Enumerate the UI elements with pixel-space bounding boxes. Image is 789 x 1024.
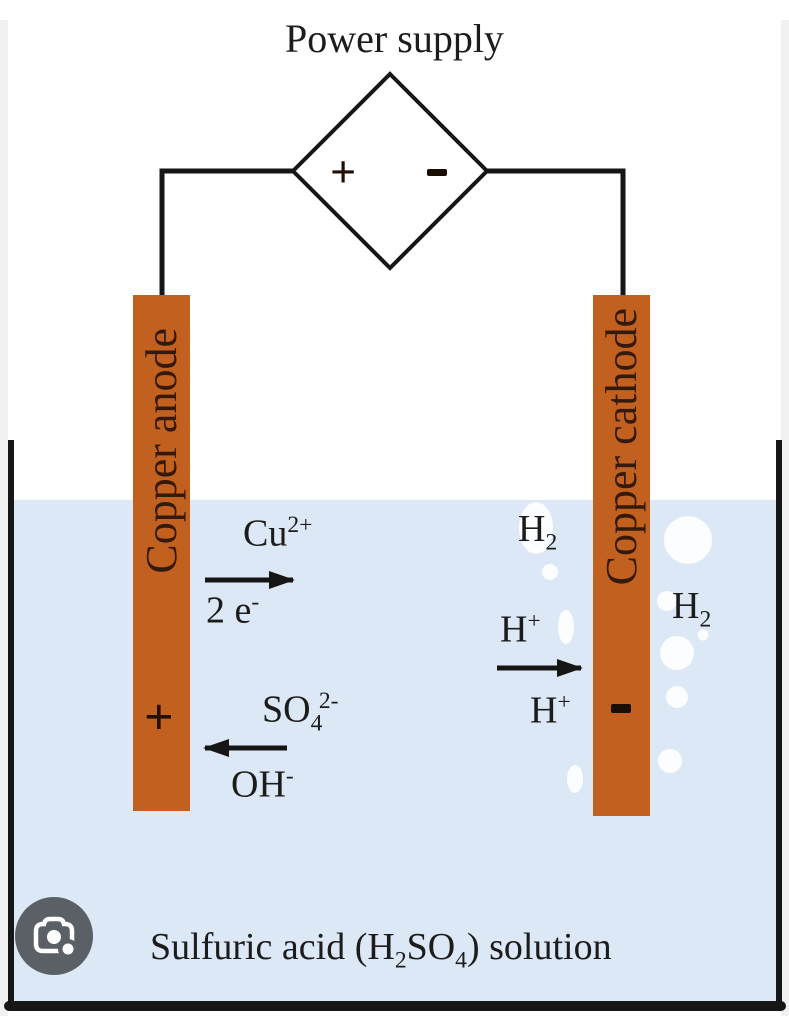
gas-bubble xyxy=(657,591,677,611)
ion-arrows xyxy=(203,571,583,757)
power-supply-title: Power supply xyxy=(285,16,504,61)
cathode-electrode: Copper cathode xyxy=(593,295,650,816)
cathode-wire xyxy=(482,168,626,300)
gas-bubble xyxy=(660,636,694,670)
h-ion-label-upper: H+ xyxy=(500,608,541,651)
anode-wire xyxy=(159,168,300,300)
google-lens-button[interactable] xyxy=(15,897,93,975)
power-supply-plus-sign: + xyxy=(330,146,357,197)
beaker xyxy=(4,440,786,1011)
gas-bubble xyxy=(567,765,583,793)
cu-ion-label: Cu2+ xyxy=(243,512,313,555)
power-supply-minus-sign xyxy=(427,169,447,176)
gas-bubble xyxy=(542,564,558,580)
h2-gas-label-left: H2 xyxy=(518,508,558,556)
h2-gas-label-right: H2 xyxy=(672,585,712,633)
circuit-wires xyxy=(159,168,626,300)
electrons-label: 2 e- xyxy=(206,589,260,632)
solution-label: Sulfuric acid (H2SO4) solution xyxy=(150,926,612,974)
page-edge-right xyxy=(781,20,789,1016)
gas-bubbles xyxy=(519,502,712,793)
gas-bubble xyxy=(658,749,682,773)
anode-label: Copper anode xyxy=(136,328,186,574)
page-edge-left xyxy=(0,20,8,1016)
hydroxide-ion-label: OH- xyxy=(231,763,294,806)
sulfate-ion-label: SO42- xyxy=(262,688,339,737)
gas-bubble xyxy=(697,629,709,641)
gas-bubble xyxy=(664,516,712,564)
gas-bubble xyxy=(558,610,574,644)
gas-bubble xyxy=(666,686,688,708)
anode-electrode: Copper anode xyxy=(133,295,190,811)
h-ion-label-lower: H+ xyxy=(530,689,571,732)
cathode-label: Copper cathode xyxy=(596,308,646,586)
power-supply-symbol xyxy=(290,71,490,271)
gas-bubble xyxy=(519,502,553,554)
anode-plus-sign: + xyxy=(144,689,174,746)
cathode-minus-sign xyxy=(611,704,631,713)
camera-icon xyxy=(33,916,78,959)
